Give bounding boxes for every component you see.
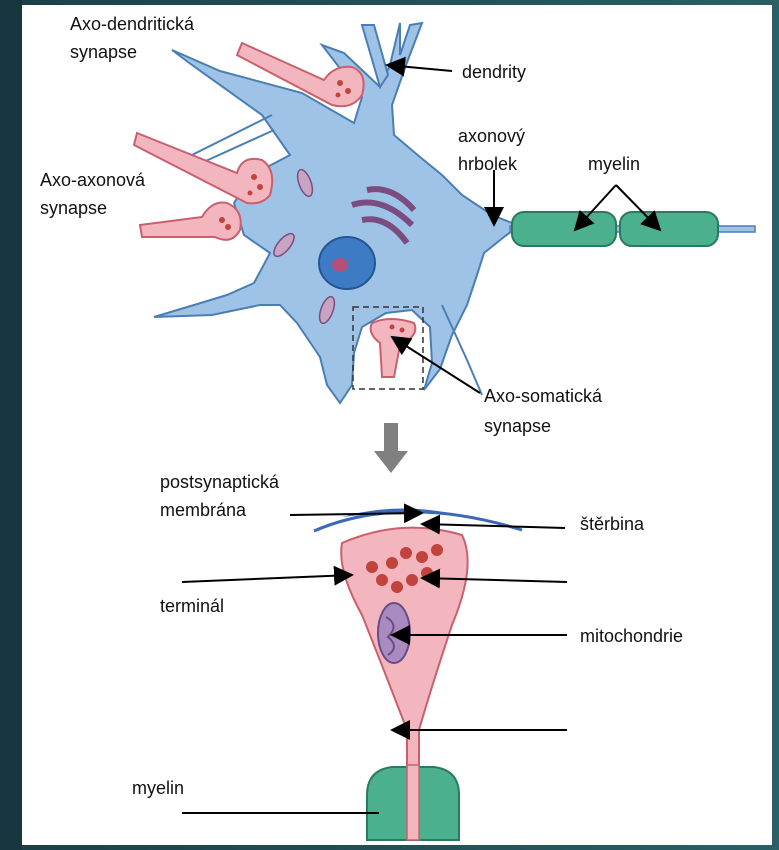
- slide-side-bar: [0, 0, 22, 850]
- dendrite-branch: [192, 115, 274, 165]
- label-axo-dendriticka-synapse: synapse: [70, 41, 137, 63]
- nucleolus: [332, 258, 348, 272]
- label-axo-somaticka-synapse: synapse: [484, 415, 551, 437]
- neuron-diagram-canvas: Axo-dendritická synapse dendrity Axo-axo…: [22, 5, 772, 845]
- label-axo-axonova-synapse: synapse: [40, 197, 107, 219]
- label-sterbina: štěrbina: [580, 513, 644, 535]
- label-myelin-top: myelin: [588, 153, 640, 175]
- label-axo-axonova: Axo-axonová: [40, 169, 145, 191]
- axon-bottom: [407, 765, 419, 840]
- label-myelin-bottom: myelin: [132, 777, 184, 799]
- arrow-sterbina: [422, 524, 565, 528]
- myelin-sheath-1: [512, 212, 616, 246]
- label-axo-dendriticka: Axo-dendritická: [70, 13, 194, 35]
- mitochondrion: [378, 603, 410, 663]
- label-membrana: membrána: [160, 499, 246, 521]
- myelin-sheath-2: [620, 212, 718, 246]
- axo-axonal-terminal: [140, 203, 241, 240]
- arrow-terminal: [182, 575, 352, 582]
- label-hrbolek: hrbolek: [458, 153, 517, 175]
- label-axonovy: axonový: [458, 125, 525, 147]
- label-axo-somaticka: Axo-somatická: [484, 385, 602, 407]
- zoom-arrow: [374, 423, 408, 473]
- arrow-postsynapticka: [290, 513, 422, 515]
- label-postsynapticka: postsynaptická: [160, 471, 279, 493]
- label-mitochondrie: mitochondrie: [580, 625, 683, 647]
- label-dendrity: dendrity: [462, 61, 526, 83]
- label-terminal: terminál: [160, 595, 224, 617]
- neuron-diagram: [22, 5, 772, 845]
